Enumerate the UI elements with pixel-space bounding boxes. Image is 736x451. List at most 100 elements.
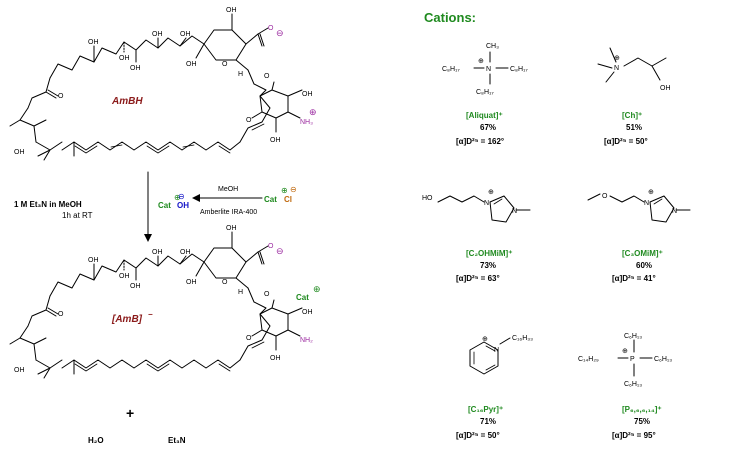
oh-label: OH — [302, 309, 313, 316]
cation-yield: 75% — [634, 417, 650, 426]
o-label: O — [58, 93, 64, 100]
amb-name: [AmB] — [111, 314, 143, 325]
c2ohmim-atoms: HO N ⊕ N — [422, 189, 517, 215]
cat-label: Cat — [264, 195, 277, 204]
minus-charge-icon: ⊖ — [290, 185, 297, 194]
cation-rotation: [α]D²⁵ = 95° — [612, 431, 656, 440]
oh-label: OH — [152, 31, 163, 38]
plus-charge-icon: ⊕ — [622, 348, 628, 355]
c2ohmim-structure — [437, 195, 531, 223]
oh-label: OH — [130, 283, 141, 290]
cation-label-phosphonium: [P₆,₆,₆,₁₄]⁺ — [622, 405, 662, 414]
plus-charge-icon: ⊕ — [281, 186, 288, 195]
minus-charge-icon: ⊖ — [178, 192, 185, 201]
cation-label-c2ohmim: [C₂OHMiM]⁺ — [466, 249, 512, 258]
resin-label: Amberlite IRA-400 — [200, 209, 257, 216]
c8-label: C₈H₁₇ — [442, 66, 460, 73]
choline-atoms: N ⊕ OH — [614, 55, 671, 92]
cation-label-c3omim: [C₃OMiM]⁺ — [622, 249, 663, 258]
c8-label: C₈H₁₇ — [476, 89, 494, 96]
c6-label: C₆H₁₃ — [624, 381, 642, 388]
exchange-arrow — [192, 194, 263, 202]
carboxylate-o-top: O — [268, 25, 274, 32]
reagent-line-2: 1h at RT — [62, 211, 93, 220]
nh2-label: NH₂ — [300, 337, 313, 344]
c16-label: C₁₆H₃₃ — [512, 335, 533, 342]
amb-atom-labels: OH OH OH OH OH OH OH O H O OH O OH O OH — [14, 225, 313, 374]
cation-rotation: [α]D²⁵ = 50° — [604, 137, 648, 146]
o-label: O — [246, 117, 252, 124]
h-label: H — [238, 71, 243, 78]
cation-rotation: [α]D²⁵ = 50° — [456, 431, 500, 440]
n-label: N — [644, 200, 649, 207]
oh-label: OH — [88, 257, 99, 264]
cation-label-c16pyr: [C₁₆Pyr]⁺ — [468, 405, 503, 414]
n-label: N — [672, 208, 677, 215]
oh-label: OH — [270, 355, 281, 362]
carboxylate-o-bottom: O — [268, 243, 274, 250]
oh-label: OH — [180, 31, 191, 38]
phosphonium-structure — [617, 339, 653, 377]
ho-label: HO — [422, 195, 433, 202]
plus-charge-icon: ⊕ — [313, 284, 321, 294]
ambh-atom-labels: OH OH OH OH OH OH OH O H O OH O OH O OH — [14, 7, 313, 156]
oh-label: OH — [186, 279, 197, 286]
plus-charge-icon: ⊕ — [482, 336, 488, 343]
oh-label: OH — [119, 273, 130, 280]
n-label: N — [494, 347, 499, 354]
c8-label: C₈H₁₇ — [510, 66, 528, 73]
cat-label-product: Cat — [296, 293, 309, 302]
h-label: H — [238, 289, 243, 296]
aliquat-atoms: CH₃ N ⊕ C₈H₁₇ C₈H₁₇ C₈H₁₇ — [442, 43, 528, 96]
chloride-label: Cl — [284, 195, 292, 204]
plus-charge-icon: ⊕ — [614, 55, 620, 62]
oh-label: OH — [130, 65, 141, 72]
n-label: N — [512, 208, 517, 215]
ambh-name: AmBH — [111, 96, 143, 107]
aliquat-structure — [473, 51, 509, 85]
c16pyr-structure — [469, 337, 511, 375]
reagent-line-1: 1 M Et₃N in MeOH — [14, 200, 82, 209]
ch3-label: CH₃ — [486, 43, 499, 50]
n-label: N — [614, 65, 619, 72]
c3omim-structure — [587, 193, 691, 223]
ambh-structure — [9, 13, 303, 161]
cat-label: Cat — [158, 201, 171, 210]
mycosamine-ring — [259, 89, 289, 119]
oh-label: OH — [270, 137, 281, 144]
cations-title: Cations: — [424, 10, 476, 25]
plus-charge-icon: ⊕ — [309, 107, 317, 117]
c16pyr-atoms: N ⊕ C₁₆H₃₃ — [482, 335, 533, 354]
polyene-chain — [61, 141, 241, 151]
plus-sign: + — [126, 405, 134, 421]
oh-label: OH — [152, 249, 163, 256]
c14-label: C₁₄H₂₉ — [578, 356, 599, 363]
polyene-chain-bottom — [61, 359, 241, 369]
c3omim-atoms: O N ⊕ N — [602, 189, 677, 215]
oh-label: OH — [186, 61, 197, 68]
cation-rotation: [α]D²⁵ = 63° — [456, 274, 500, 283]
plus-charge-icon: ⊕ — [174, 193, 181, 202]
cation-yield: 67% — [480, 123, 496, 132]
p-label: P — [630, 356, 635, 363]
oh-label: OH — [180, 249, 191, 256]
amb-charge: − — [148, 310, 153, 319]
n-label: N — [484, 200, 489, 207]
c6-label: C₆H₁₃ — [654, 356, 672, 363]
cation-label-aliquat: [Aliquat]⁺ — [466, 111, 503, 120]
water-label: H₂O — [88, 436, 104, 445]
o-label: O — [264, 73, 270, 80]
c6-label: C₆H₁₃ — [624, 333, 642, 340]
plus-charge-icon: ⊕ — [648, 189, 654, 196]
reaction-arrow — [144, 171, 152, 242]
o-label: O — [222, 279, 228, 286]
oh-label: OH — [302, 91, 313, 98]
n-label: N — [486, 66, 491, 73]
oh-label: OH — [660, 85, 671, 92]
o-label: O — [222, 61, 228, 68]
cation-yield: 73% — [480, 261, 496, 270]
o-label: O — [602, 193, 608, 200]
oh-label: OH — [88, 39, 99, 46]
cation-rotation: [α]D²⁵ = 41° — [612, 274, 656, 283]
oh-label: OH — [14, 149, 25, 156]
